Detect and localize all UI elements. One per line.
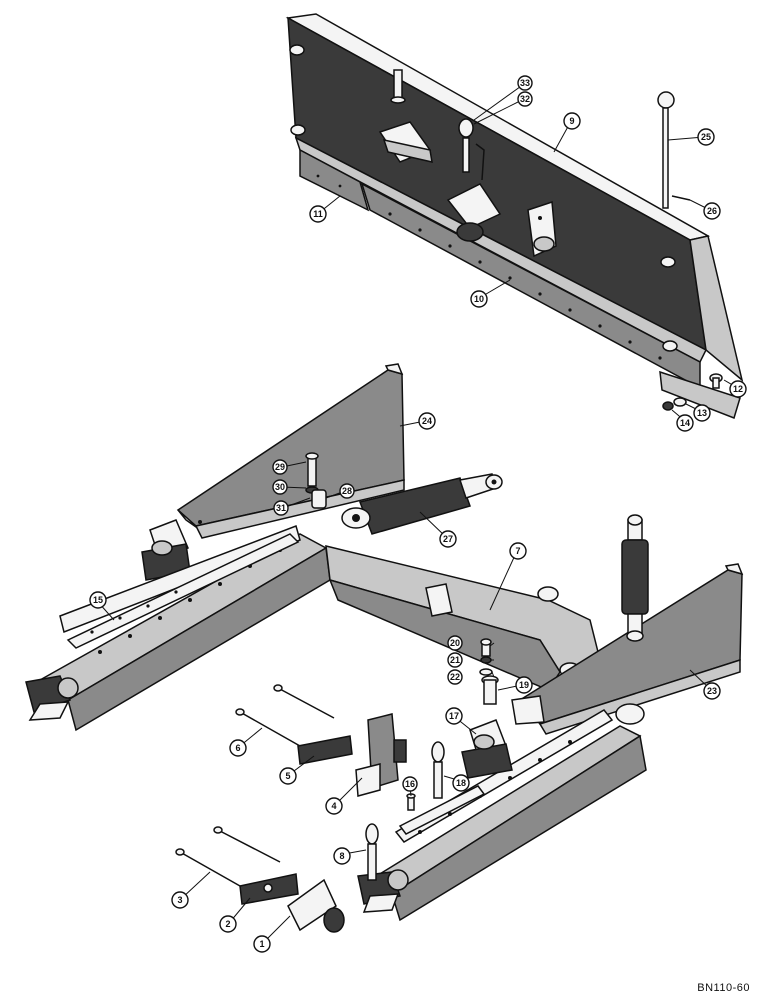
hitch-pin-18	[431, 741, 445, 799]
svg-text:20: 20	[450, 638, 460, 648]
tilt-rod	[657, 91, 675, 209]
svg-text:32: 32	[520, 94, 530, 104]
svg-text:2: 2	[225, 919, 230, 929]
clamp-plate-2	[239, 873, 299, 905]
callout-2: 2	[219, 915, 237, 933]
long-bolts-3	[175, 826, 281, 887]
callout-26: 26	[703, 202, 721, 220]
svg-text:15: 15	[93, 595, 103, 605]
svg-text:1: 1	[259, 939, 264, 949]
callout-27: 27	[439, 530, 457, 548]
svg-text:11: 11	[313, 209, 323, 219]
callout-25: 25	[697, 128, 715, 146]
svg-text:5: 5	[285, 771, 290, 781]
lift-cylinder	[621, 514, 649, 642]
callout-11: 11	[309, 205, 327, 223]
callout-24: 24	[418, 412, 436, 430]
callout-4: 4	[325, 797, 343, 815]
callout-7: 7	[509, 542, 527, 560]
right-beam-holes	[418, 740, 572, 834]
callout-13: 13	[693, 404, 711, 422]
svg-text:7: 7	[515, 546, 520, 556]
svg-text:19: 19	[519, 680, 529, 690]
dozer-blade	[285, 13, 744, 419]
clamp-block-4	[355, 713, 407, 797]
cutting-edge-holes	[316, 174, 662, 360]
svg-text:27: 27	[443, 534, 453, 544]
callout-22: 22	[447, 669, 463, 685]
svg-text:8: 8	[339, 851, 344, 861]
svg-text:33: 33	[520, 78, 530, 88]
bracket-bolt	[390, 69, 406, 104]
tilt-cylinder	[341, 473, 503, 535]
callout-8: 8	[333, 847, 351, 865]
callout-14: 14	[676, 414, 694, 432]
callout-28: 28	[339, 483, 355, 499]
callout-29: 29	[272, 459, 288, 475]
callout-30: 30	[272, 479, 288, 495]
clamp-plate-5	[297, 735, 353, 765]
svg-text:12: 12	[733, 384, 743, 394]
svg-text:22: 22	[450, 672, 460, 682]
svg-text:14: 14	[680, 418, 690, 428]
wear-strip-right	[398, 785, 486, 835]
svg-text:6: 6	[235, 743, 240, 753]
bushing	[311, 489, 327, 509]
svg-text:24: 24	[422, 416, 432, 426]
callout-21: 21	[447, 652, 463, 668]
svg-text:3: 3	[177, 895, 182, 905]
callout-20: 20	[447, 635, 463, 651]
callout-15: 15	[89, 591, 107, 609]
callout-32: 32	[517, 91, 533, 107]
small-bolt-16	[406, 793, 416, 811]
callout-23: 23	[703, 682, 721, 700]
callout-9: 9	[563, 112, 581, 130]
svg-text:4: 4	[331, 801, 336, 811]
svg-text:17: 17	[449, 711, 459, 721]
callout-6: 6	[229, 739, 247, 757]
svg-text:29: 29	[275, 462, 285, 472]
eye-bolt	[458, 118, 485, 181]
edge-bolt-set	[662, 373, 723, 411]
pin-19	[481, 675, 499, 705]
right-push-arm	[511, 563, 744, 735]
svg-text:30: 30	[275, 482, 285, 492]
callout-18: 18	[452, 774, 470, 792]
svg-text:21: 21	[450, 655, 460, 665]
svg-text:28: 28	[342, 486, 352, 496]
svg-text:13: 13	[697, 408, 707, 418]
svg-text:25: 25	[701, 132, 711, 142]
callout-3: 3	[171, 891, 189, 909]
blade-mount-bosses	[289, 44, 678, 352]
c-frame	[25, 525, 601, 732]
callout-31: 31	[273, 500, 289, 516]
svg-text:26: 26	[707, 206, 717, 216]
svg-text:10: 10	[474, 294, 484, 304]
svg-text:18: 18	[456, 778, 466, 788]
callout-19: 19	[515, 676, 533, 694]
hitch-pin-8	[365, 823, 379, 881]
clamp-1	[287, 878, 345, 933]
callout-33: 33	[517, 75, 533, 91]
bolt-stack-20-22	[479, 638, 493, 676]
svg-text:31: 31	[276, 503, 286, 513]
callout-10: 10	[470, 290, 488, 308]
blade-hinge-brackets	[378, 121, 557, 258]
svg-text:9: 9	[569, 116, 574, 126]
callout-16: 16	[402, 776, 418, 792]
callout-5: 5	[279, 767, 297, 785]
left-trunnion-block	[141, 519, 191, 581]
callout-12: 12	[729, 380, 747, 398]
right-trunnion-block	[461, 719, 513, 779]
wear-strip	[66, 533, 300, 649]
svg-text:23: 23	[707, 686, 717, 696]
drawing-reference-code: BN110-60	[697, 982, 750, 994]
svg-text:16: 16	[405, 779, 415, 789]
cotter-pin	[671, 195, 691, 201]
callout-1: 1	[253, 935, 271, 953]
callout-17: 17	[445, 707, 463, 725]
long-bolts-6	[235, 684, 335, 747]
